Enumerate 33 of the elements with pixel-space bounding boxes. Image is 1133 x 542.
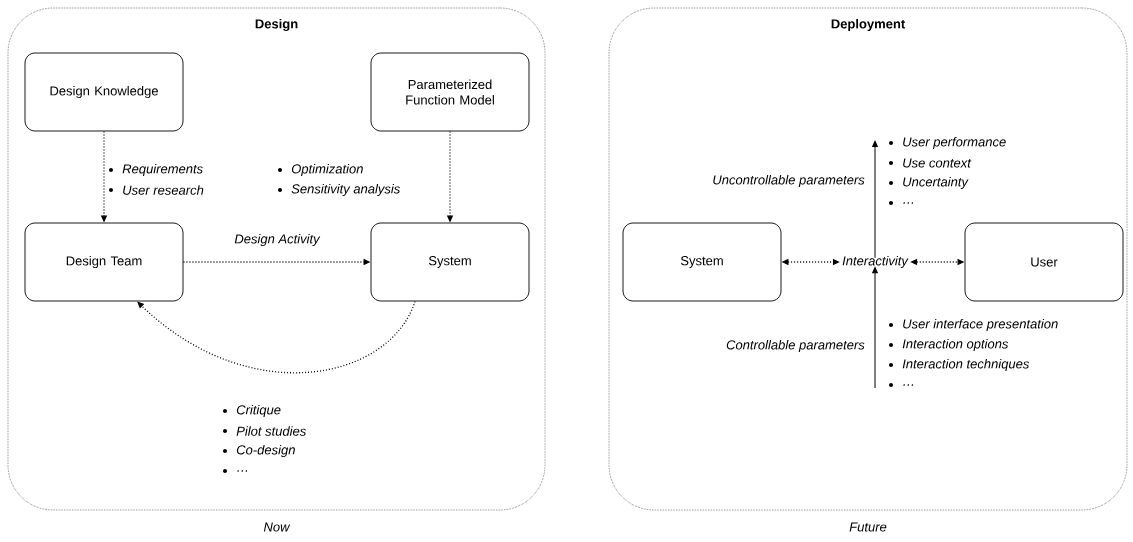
bullet-item: Uncertainty: [889, 176, 969, 190]
bullet-item: Requirements: [109, 163, 203, 177]
bullet-item: Use context: [889, 158, 972, 168]
arrow: [872, 140, 878, 259]
bullet-item: …: [889, 201, 914, 205]
bullet-item: User research: [109, 185, 204, 195]
process-box: Design Team: [24, 222, 184, 302]
panel-caption: Future: [849, 522, 887, 532]
bullet-item: User performance: [889, 136, 1006, 150]
bullet-item: Critique: [223, 404, 281, 418]
bullet-item: …: [223, 469, 248, 473]
process-box: User: [964, 222, 1124, 302]
process-box: Parameterized Function Model: [370, 52, 530, 132]
process-box: System: [622, 222, 782, 302]
edge-label: Uncontrollable parameters: [713, 174, 865, 188]
panel-title: Design: [255, 18, 298, 32]
panel-title: Deployment: [831, 18, 906, 32]
bullet-item: Pilot studies: [223, 426, 306, 436]
bullet-item: Optimization: [278, 163, 363, 177]
bullet-item: Sensitivity analysis: [278, 183, 400, 197]
node-label: Interactivity: [842, 255, 909, 269]
process-box: System: [370, 222, 530, 302]
panel-caption: Now: [263, 522, 291, 532]
bullet-item: …: [889, 383, 914, 387]
arrow: [137, 300, 416, 374]
process-box: Design Knowledge: [24, 52, 184, 132]
bullet-item: User interface presentation: [889, 318, 1058, 332]
bullet-item: Interaction techniques: [889, 358, 1030, 372]
bullet-item: Co-design: [223, 444, 295, 458]
arrow: [872, 267, 878, 389]
edge-label: Design Activity: [234, 233, 321, 247]
edge-label: Controllable parameters: [726, 339, 865, 353]
bullet-item: Interaction options: [889, 338, 1009, 352]
